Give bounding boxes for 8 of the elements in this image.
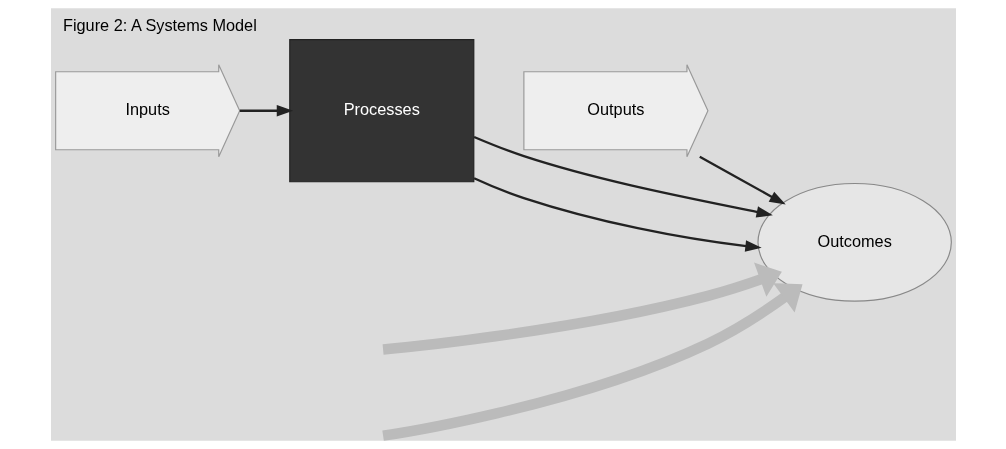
arrow [239,105,293,117]
arrow [698,155,786,205]
arrow [382,262,782,355]
arrow [381,283,803,441]
node-box: Processes [288,39,474,183]
arrow [473,177,762,252]
arrow [473,135,773,218]
diagram-title: Figure 2: A Systems Model [62,15,257,34]
